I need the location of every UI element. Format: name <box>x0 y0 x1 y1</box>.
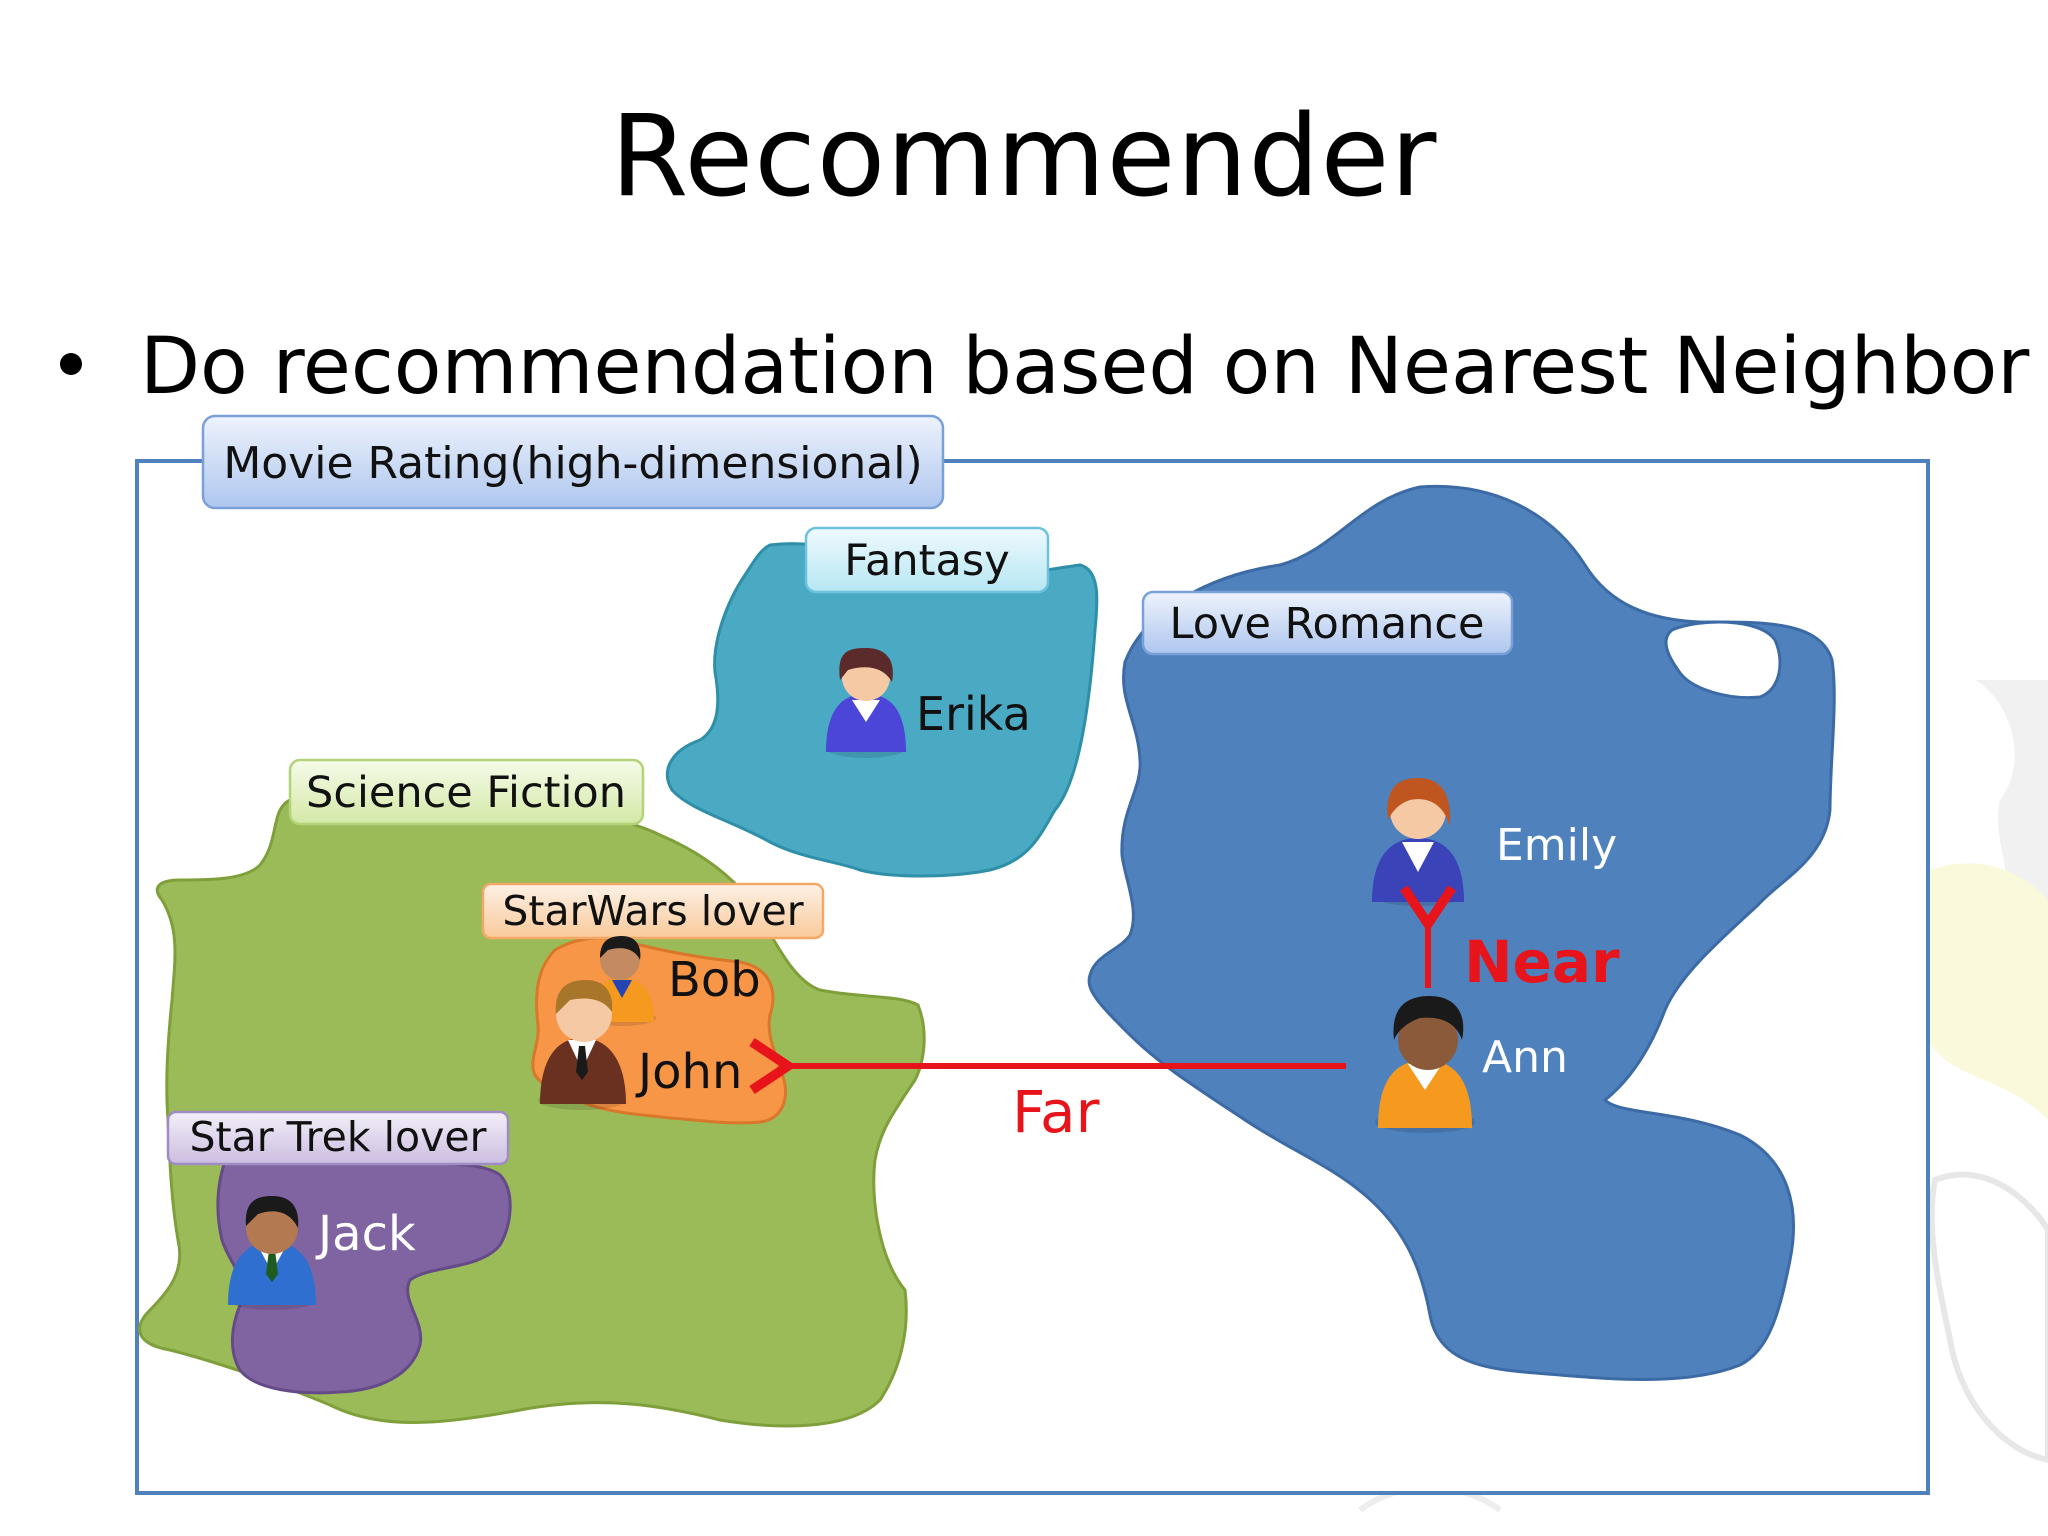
ann-name: Ann <box>1482 1032 1568 1083</box>
starwars-lover-label-text: StarWars lover <box>502 887 803 935</box>
love-romance-region <box>1087 484 1836 1381</box>
movie-rating-label-text: Movie Rating(high-dimensional) <box>223 438 922 489</box>
science-fiction-label-text: Science Fiction <box>306 768 626 818</box>
jack-person-icon <box>228 1196 316 1310</box>
bob-name: Bob <box>668 952 761 1008</box>
john-person-icon <box>538 980 626 1110</box>
fantasy-label-text: Fantasy <box>844 536 1009 586</box>
ann-person-icon <box>1375 996 1475 1133</box>
emily-name: Emily <box>1496 820 1617 871</box>
starwars-lover-label: StarWars lover <box>481 882 825 940</box>
slide-title: Recommender <box>610 92 1438 222</box>
background-decoration <box>1358 680 2048 1513</box>
fantasy-label: Fantasy <box>804 526 1050 594</box>
erika-name: Erika <box>916 687 1031 741</box>
love-romance-label: Love Romance <box>1141 590 1514 656</box>
jack-name: Jack <box>315 1206 416 1262</box>
john-name: John <box>635 1044 742 1100</box>
star-trek-lover-label-text: Star Trek lover <box>190 1113 487 1161</box>
star-trek-lover-label: Star Trek lover <box>166 1110 510 1166</box>
erika-person-icon <box>826 648 906 758</box>
love-romance-hole <box>1664 620 1782 700</box>
far-label: Far <box>1012 1078 1100 1146</box>
science-fiction-label: Science Fiction <box>288 758 645 826</box>
movie-rating-label: Movie Rating(high-dimensional) <box>201 414 945 510</box>
love-romance-label-text: Love Romance <box>1170 599 1485 649</box>
near-label: Near <box>1464 928 1620 996</box>
bullet-text: Do recommendation based on Nearest Neigh… <box>140 322 2030 412</box>
bullet-item: Do recommendation based on Nearest Neigh… <box>60 322 2029 412</box>
bullet-dot-icon <box>60 352 82 375</box>
